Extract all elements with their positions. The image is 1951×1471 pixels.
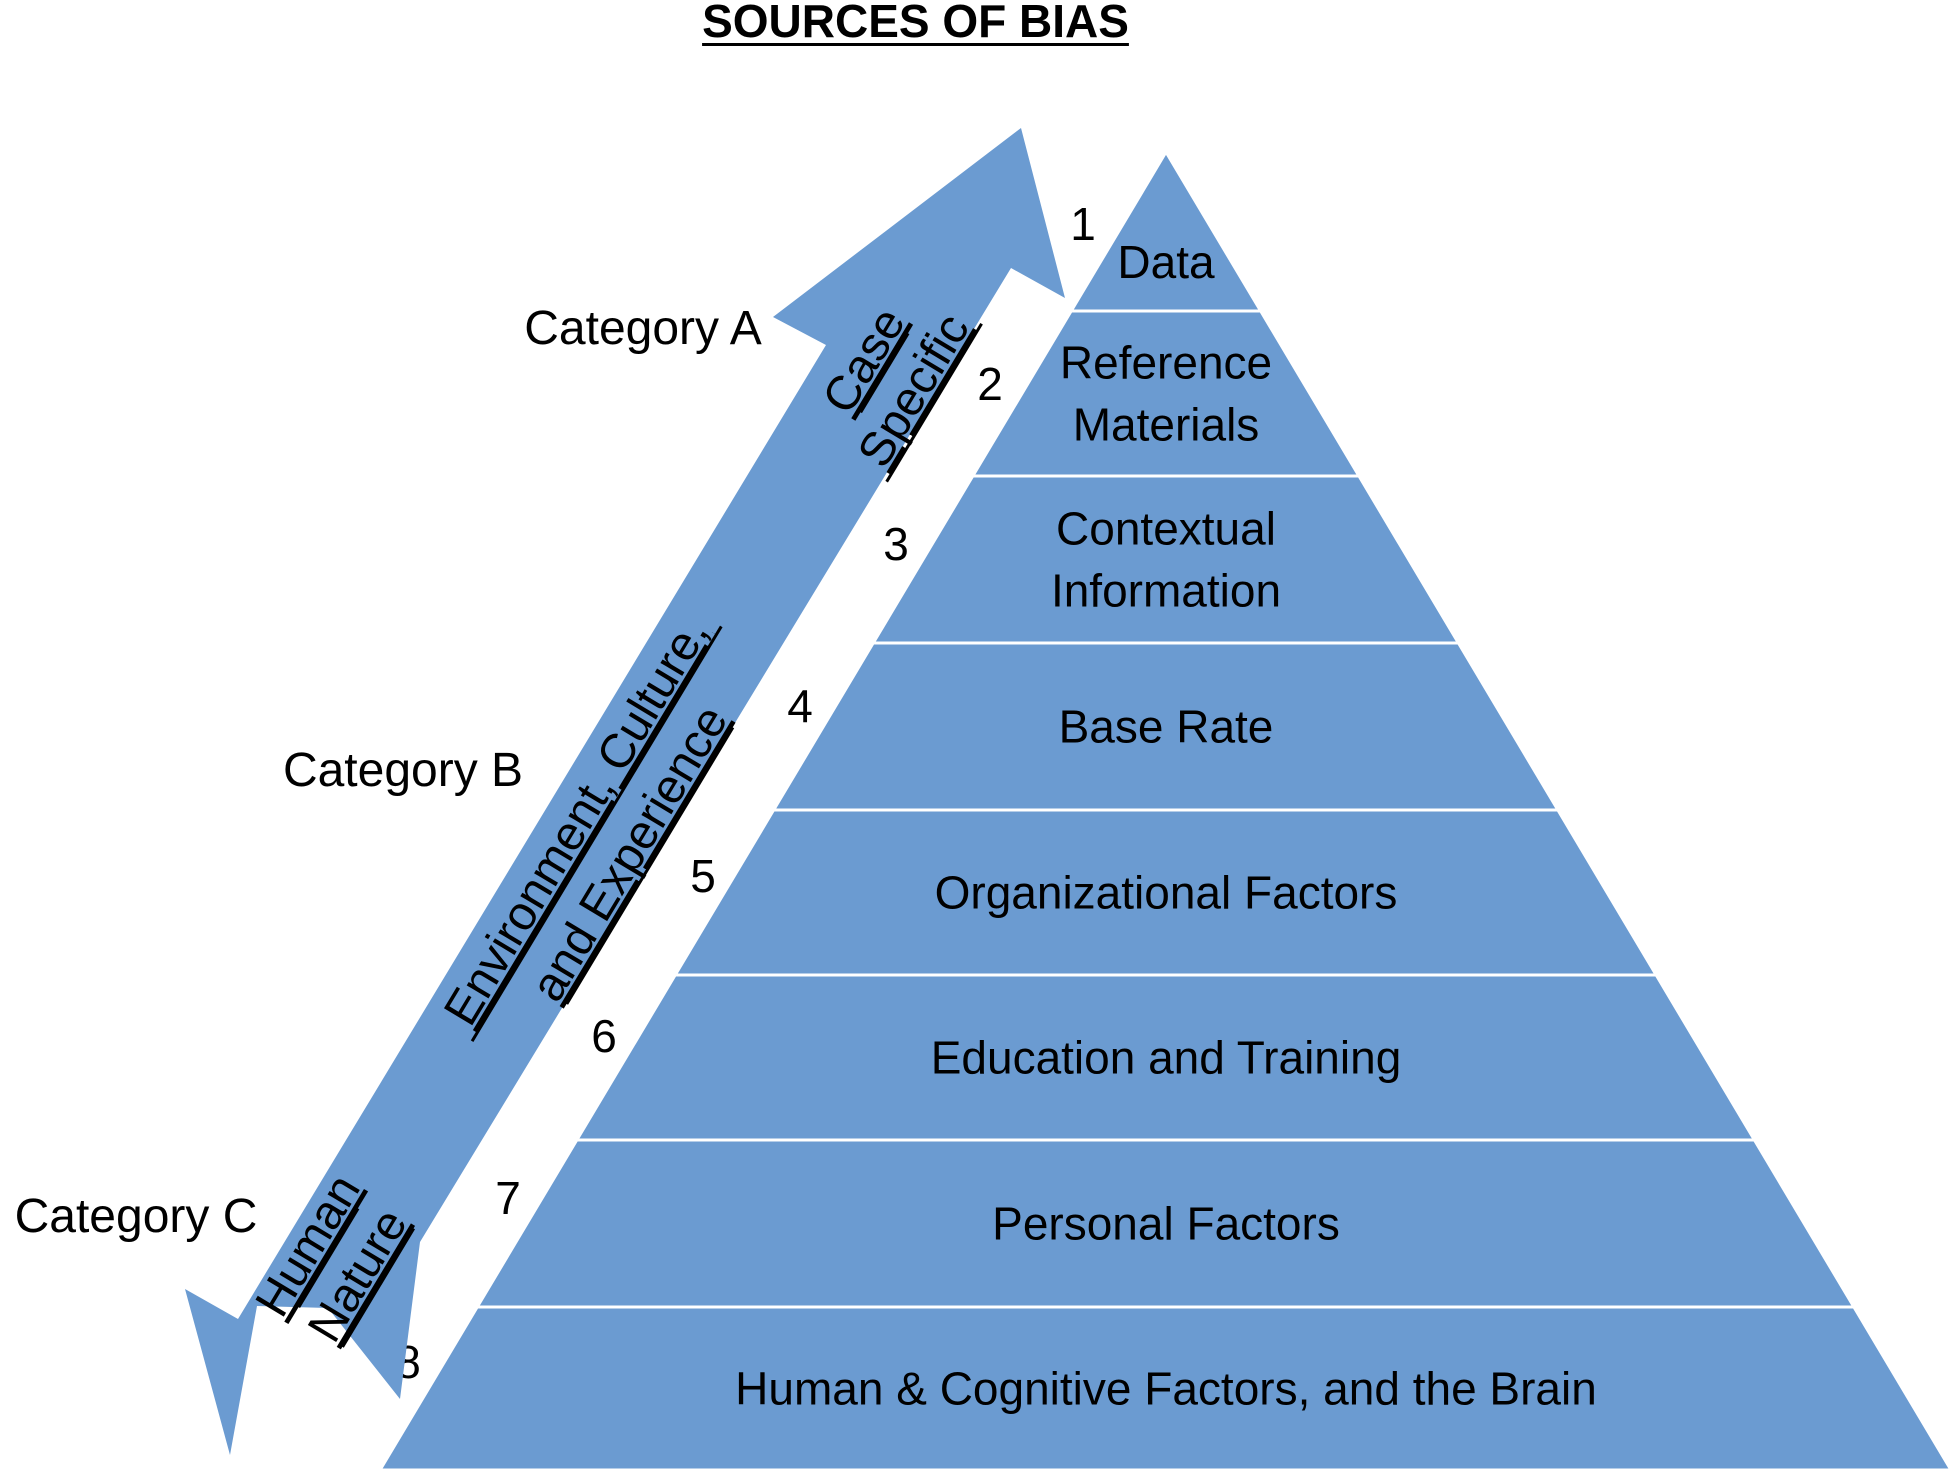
underline bbox=[859, 332, 910, 414]
level-number-5: 5 bbox=[690, 850, 716, 902]
category-label-c: Category C bbox=[15, 1190, 258, 1243]
category-label-a: Category A bbox=[524, 302, 761, 355]
level-label-3: Contextual bbox=[1056, 503, 1276, 555]
level-label-5: Organizational Factors bbox=[935, 867, 1398, 919]
pyramid: DataReferenceMaterialsContextualInformat… bbox=[377, 149, 1951, 1471]
level-number-4: 4 bbox=[787, 680, 813, 732]
double-headed-arrow bbox=[185, 128, 1065, 1455]
level-label-4: Base Rate bbox=[1059, 701, 1274, 753]
level-number-6: 6 bbox=[591, 1010, 617, 1062]
level-label-8: Human & Cognitive Factors, and the Brain bbox=[735, 1363, 1597, 1415]
level-label-2: Reference bbox=[1060, 337, 1272, 389]
pyramid-level-8 bbox=[377, 1305, 1951, 1471]
level-number-7: 7 bbox=[495, 1172, 521, 1224]
pyramid-level-3 bbox=[870, 474, 1462, 645]
underline bbox=[565, 726, 735, 1005]
level-label-6: Education and Training bbox=[931, 1032, 1402, 1084]
level-number-3: 3 bbox=[883, 518, 909, 570]
underline bbox=[297, 1207, 360, 1308]
underline bbox=[470, 625, 723, 1042]
level-number-2: 2 bbox=[977, 358, 1003, 410]
diagram-title: SOURCES OF BIAS bbox=[702, 0, 1129, 47]
level-number-1: 1 bbox=[1070, 198, 1096, 250]
level-label-7: Personal Factors bbox=[992, 1198, 1340, 1250]
level-label-1: Data bbox=[1117, 236, 1215, 288]
underline bbox=[341, 1227, 416, 1348]
underline bbox=[885, 322, 983, 483]
level-label-2: Materials bbox=[1073, 399, 1260, 451]
category-label-b: Category B bbox=[283, 744, 523, 797]
level-label-3: Information bbox=[1051, 565, 1281, 617]
